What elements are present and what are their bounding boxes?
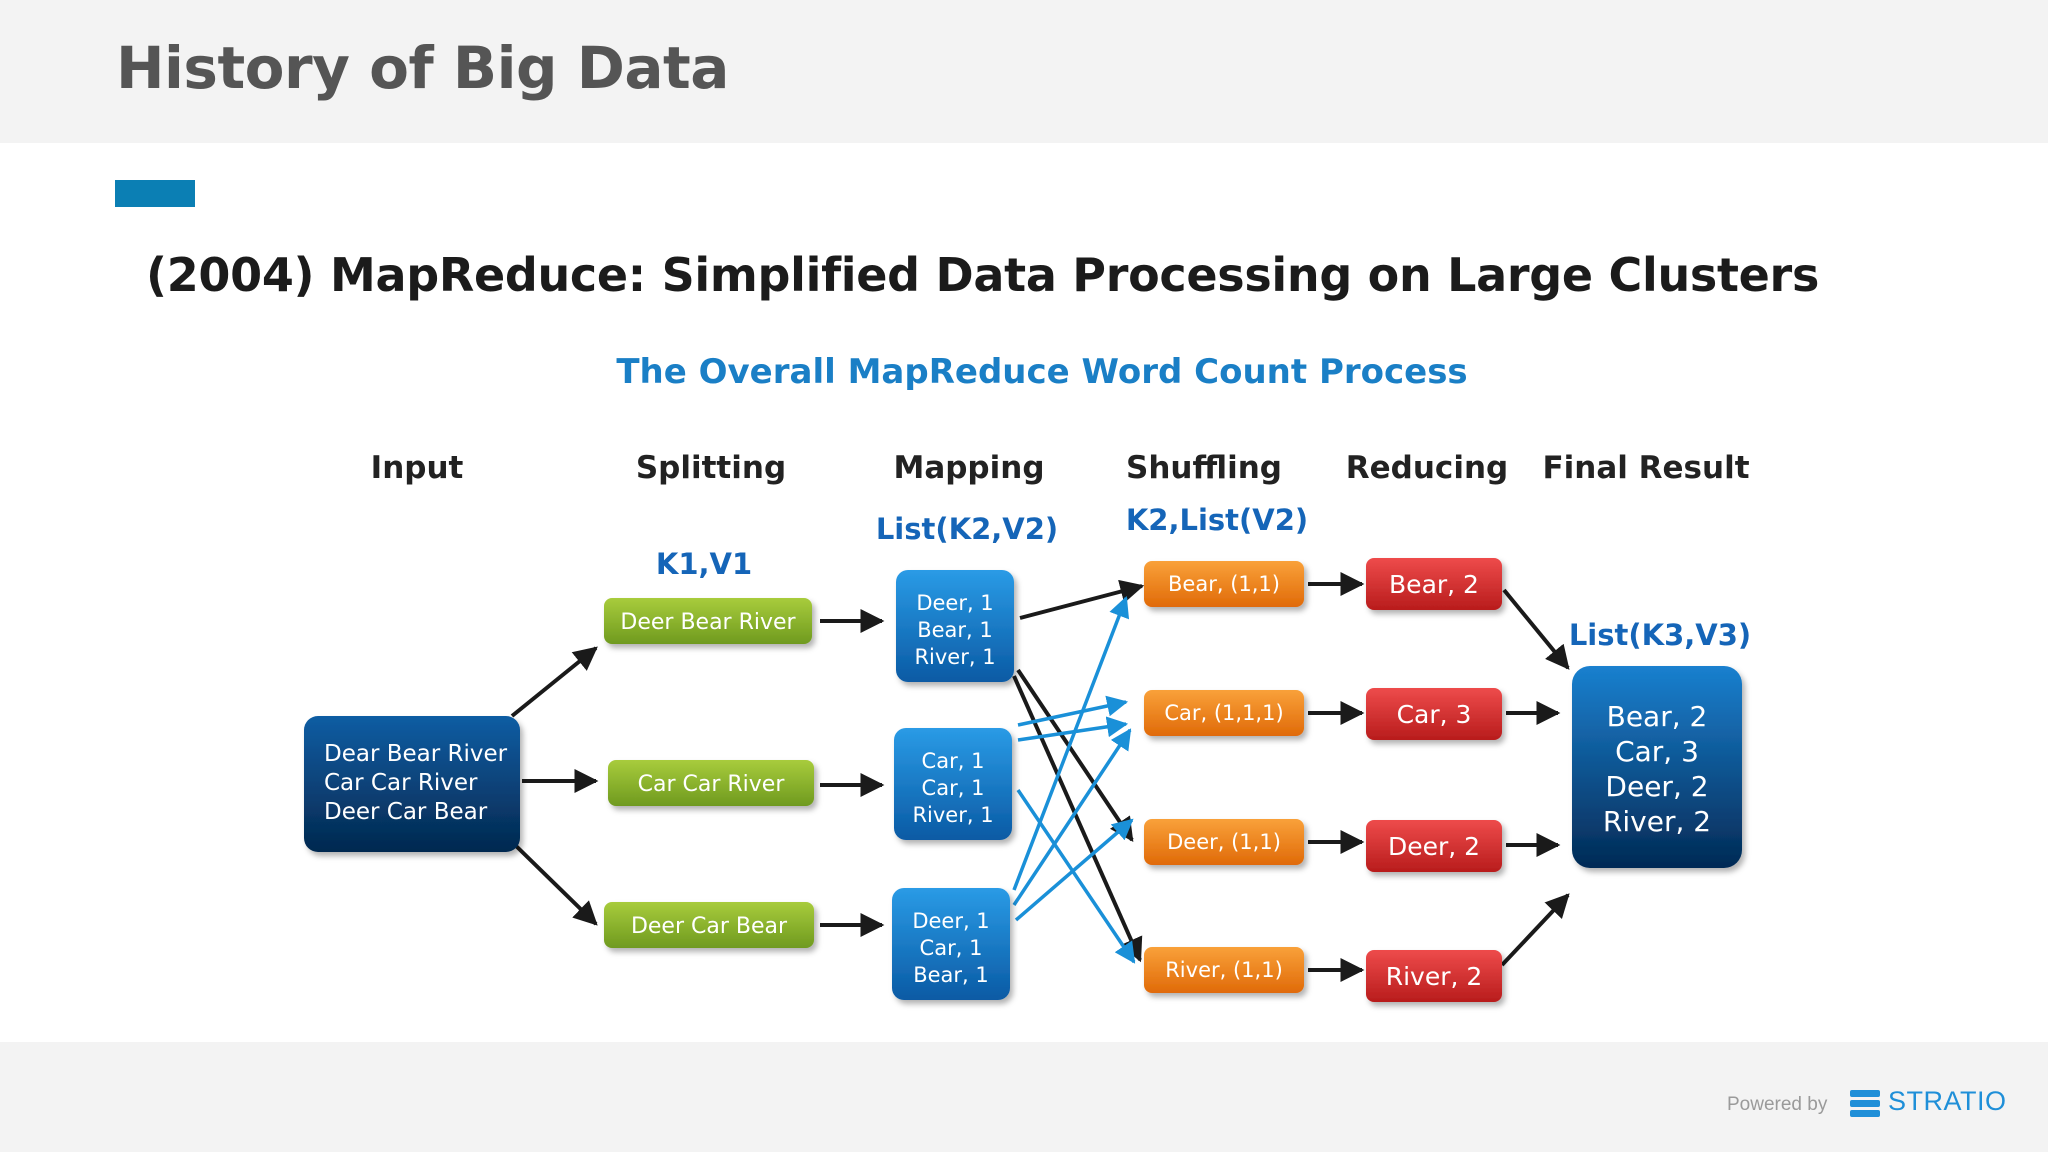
stage-header-splitting: Splitting <box>636 450 786 486</box>
reduce-boxes <box>1366 558 1502 1002</box>
stage-header-input: Input <box>371 450 464 486</box>
reduce-label-car: Car, 3 <box>1397 700 1472 729</box>
slide-subtitle: (2004) MapReduce: Simplified Data Proces… <box>146 248 1820 302</box>
stage-header-mapping: Mapping <box>893 450 1044 486</box>
input-line-1: Dear Bear River <box>324 741 508 767</box>
powered-by-label: Powered by <box>1727 1094 1828 1115</box>
final-line-4: River, 2 <box>1603 805 1711 838</box>
reduce-label-deer: Deer, 2 <box>1388 832 1480 861</box>
type-label-k1v1: K1,V1 <box>656 547 752 581</box>
input-line-3: Deer Car Bear <box>324 799 488 825</box>
split-label-2: Car Car River <box>638 772 786 797</box>
type-label-k2-list-v2: K2,List(V2) <box>1126 503 1308 537</box>
stratio-brand-name: STRATIO <box>1888 1086 2007 1116</box>
map-boxes <box>892 570 1014 1000</box>
map-3-line-2: Car, 1 <box>920 936 983 960</box>
dark-arrows <box>510 572 1570 982</box>
type-labels: K1,V1 List(K2,V2) K2,List(V2) List(K3,V3… <box>656 503 1751 652</box>
final-line-2: Car, 3 <box>1615 735 1699 768</box>
header-band <box>0 0 2048 143</box>
stage-headers: Input Splitting Mapping Shuffling Reduci… <box>371 450 1750 486</box>
map-1-line-1: Deer, 1 <box>916 591 993 615</box>
page-title: History of Big Data <box>116 34 729 102</box>
map-3-line-3: Bear, 1 <box>913 963 989 987</box>
blue-arrows <box>1012 596 1136 964</box>
map-2-line-3: River, 1 <box>912 803 993 827</box>
type-label-list-k2v2: List(K2,V2) <box>876 512 1058 546</box>
accent-bar <box>115 180 195 207</box>
map-2-line-1: Car, 1 <box>922 749 985 773</box>
footer-band <box>0 1042 2048 1152</box>
type-label-list-k3v3: List(K3,V3) <box>1569 618 1751 652</box>
shuffle-label-bear: Bear, (1,1) <box>1168 572 1280 596</box>
map-1-line-3: River, 1 <box>914 645 995 669</box>
shuffle-label-river: River, (1,1) <box>1165 958 1283 982</box>
stage-header-shuffling: Shuffling <box>1126 450 1282 486</box>
stage-header-final-result: Final Result <box>1542 450 1749 486</box>
mapreduce-diagram: The Overall MapReduce Word Count Process… <box>304 352 1751 1002</box>
map-3-line-1: Deer, 1 <box>912 909 989 933</box>
diagram-title: The Overall MapReduce Word Count Process <box>616 352 1467 392</box>
final-result-box <box>1572 666 1742 868</box>
shuffle-label-deer: Deer, (1,1) <box>1167 830 1281 854</box>
split-label-3: Deer Car Bear <box>631 914 788 939</box>
split-label-1: Deer Bear River <box>620 610 796 635</box>
shuffle-label-car: Car, (1,1,1) <box>1164 701 1283 725</box>
shuffle-boxes <box>1144 561 1304 993</box>
final-line-1: Bear, 2 <box>1607 700 1708 733</box>
stratio-stack-icon <box>1850 1090 1880 1117</box>
split-boxes <box>604 598 814 948</box>
final-line-3: Deer, 2 <box>1605 770 1708 803</box>
map-1-line-2: Bear, 1 <box>917 618 993 642</box>
input-line-2: Car Car River <box>324 770 478 796</box>
stage-header-reducing: Reducing <box>1346 450 1508 486</box>
reduce-label-bear: Bear, 2 <box>1389 570 1479 599</box>
reduce-label-river: River, 2 <box>1386 962 1483 991</box>
map-2-line-2: Car, 1 <box>922 776 985 800</box>
input-box <box>304 716 520 852</box>
